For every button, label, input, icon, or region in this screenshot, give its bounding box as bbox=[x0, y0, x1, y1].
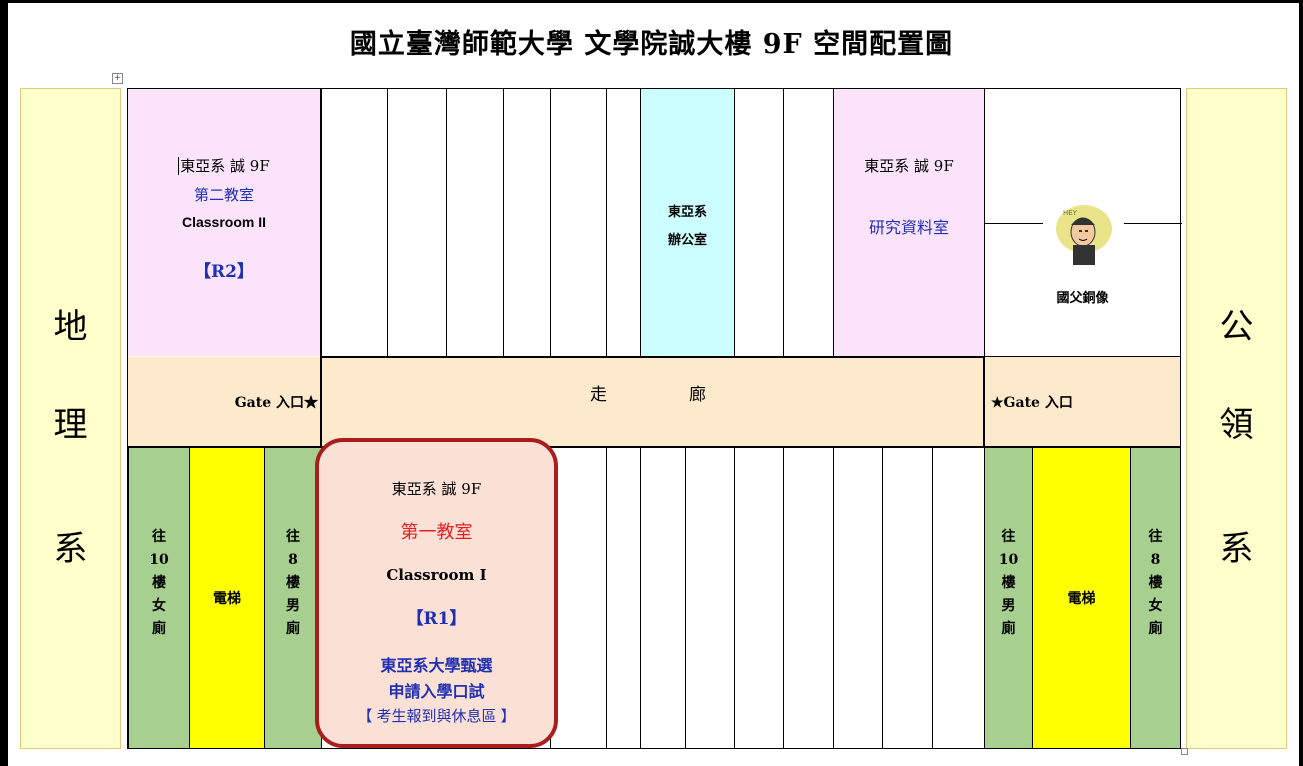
right-elevator-label: 電梯 bbox=[1067, 591, 1096, 607]
research-room-name: 研究資料室 bbox=[868, 220, 949, 237]
corridor-left-divider bbox=[320, 356, 322, 448]
classroom-1[interactable]: 東亞系 誠 9F 第一教室 Classroom I 【R1】 東亞系大學甄選 申… bbox=[315, 438, 558, 748]
classroom-1-code: 【R1】 bbox=[406, 609, 467, 629]
left-elevator[interactable]: 電梯 bbox=[189, 447, 265, 749]
table-anchor-icon[interactable]: + bbox=[112, 73, 123, 84]
top-room-2 bbox=[387, 88, 447, 357]
right-neighbor-char-1: 公 bbox=[1219, 307, 1254, 347]
classroom-1-name-en: Classroom I bbox=[386, 566, 487, 584]
statue-icon: HEY bbox=[1056, 205, 1112, 265]
page-title: 國立臺灣師範大學 文學院誠大樓 9F 空間配置圖 bbox=[349, 29, 954, 60]
top-room-6 bbox=[606, 88, 641, 357]
statue-area: HEY 國父銅像 bbox=[984, 88, 1182, 357]
bottom-room-9 bbox=[932, 447, 985, 749]
classroom-1-purpose-3: 【 考生報到與休息區 】 bbox=[357, 708, 516, 725]
classroom-2-code: 【R2】 bbox=[194, 262, 254, 282]
svg-text:HEY: HEY bbox=[1063, 209, 1078, 217]
classroom-2-dept: 東亞系 誠 9F bbox=[178, 157, 270, 175]
department-office[interactable]: 東亞系 辦公室 bbox=[640, 88, 735, 357]
table-resize-handle[interactable] bbox=[1181, 748, 1188, 755]
right-neighbor-char-2: 領 bbox=[1219, 405, 1254, 445]
left-elevator-label: 電梯 bbox=[213, 591, 241, 607]
classroom-1-purpose-2: 申請入學口試 bbox=[388, 684, 485, 701]
statue-line-left bbox=[985, 223, 1043, 224]
classroom-2-name-zh: 第二教室 bbox=[193, 187, 254, 204]
bottom-room-2 bbox=[606, 447, 641, 749]
top-room-1 bbox=[321, 88, 388, 357]
top-room-7 bbox=[734, 88, 784, 357]
bottom-room-7 bbox=[833, 447, 883, 749]
left-neighbor-char-2: 理 bbox=[53, 405, 88, 445]
right-neighbor-column: 公 領 系 bbox=[1186, 88, 1287, 749]
bottom-room-1 bbox=[550, 447, 607, 749]
office-label-line-2: 辦公室 bbox=[667, 233, 707, 248]
top-room-8 bbox=[783, 88, 834, 357]
left-gate-label: Gate 入口★ bbox=[234, 395, 318, 411]
corridor-top-line bbox=[320, 356, 984, 358]
classroom-2[interactable]: 東亞系 誠 9F 第二教室 Classroom II 【R2】 bbox=[128, 89, 321, 356]
classroom-1-name-zh: 第一教室 bbox=[400, 522, 473, 542]
right-elevator[interactable]: 電梯 bbox=[1032, 447, 1131, 749]
right-gate-label: ★Gate 入口 bbox=[991, 395, 1073, 411]
left-neighbor-column: 地 理 系 bbox=[20, 88, 121, 749]
classroom-2-name-en: Classroom II bbox=[181, 214, 267, 230]
statue-line-right bbox=[1124, 223, 1182, 224]
bottom-room-5 bbox=[734, 447, 784, 749]
top-room-3 bbox=[446, 88, 504, 357]
corridor-label-right: 廊 bbox=[689, 385, 706, 405]
top-room-4 bbox=[503, 88, 551, 357]
left-neighbor-char-3: 系 bbox=[53, 529, 88, 569]
bottom-room-4 bbox=[685, 447, 735, 749]
research-room[interactable]: 東亞系 誠 9F 研究資料室 bbox=[833, 88, 985, 357]
office-label-line-1: 東亞系 bbox=[667, 205, 707, 220]
frame-left-border bbox=[0, 0, 8, 766]
corridor-right-divider bbox=[983, 356, 985, 448]
corridor-label-left: 走 bbox=[590, 385, 607, 405]
corridor bbox=[128, 357, 1180, 447]
bottom-room-3 bbox=[640, 447, 686, 749]
top-room-5 bbox=[550, 88, 607, 357]
statue-label: 國父銅像 bbox=[1056, 291, 1109, 306]
right-neighbor-char-3: 系 bbox=[1219, 529, 1254, 569]
classroom-1-purpose-1: 東亞系大學甄選 bbox=[380, 658, 493, 675]
frame-right-border bbox=[1299, 0, 1303, 766]
bottom-room-6 bbox=[783, 447, 834, 749]
classroom-1-dept: 東亞系 誠 9F bbox=[391, 480, 482, 498]
frame-top-border bbox=[0, 0, 1303, 3]
bottom-room-8 bbox=[882, 447, 933, 749]
left-neighbor-char-1: 地 bbox=[53, 307, 88, 347]
research-room-dept: 東亞系 誠 9F bbox=[864, 157, 954, 175]
